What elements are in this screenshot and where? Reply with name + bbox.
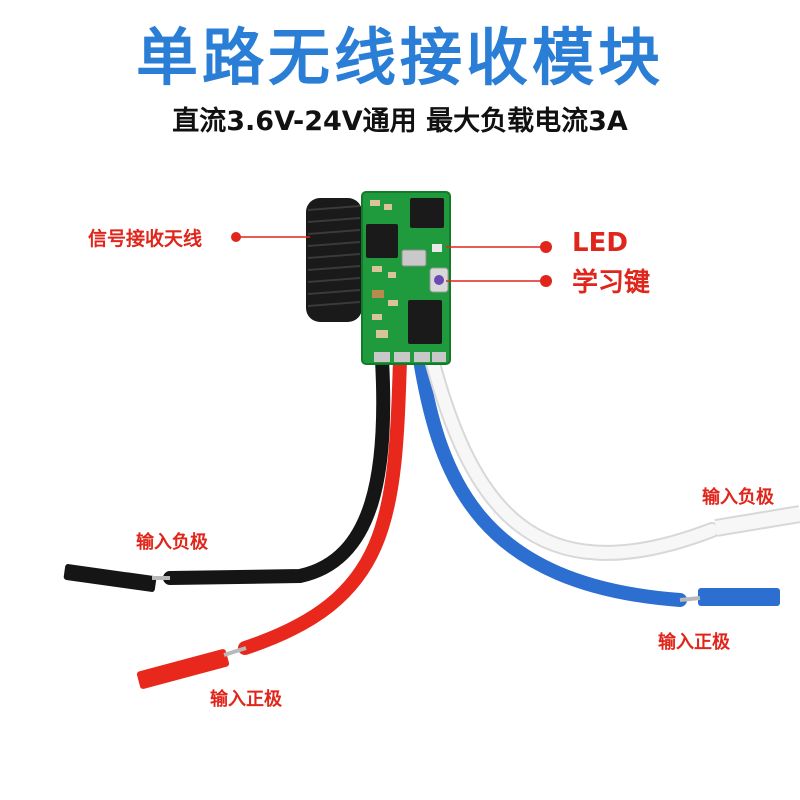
learn-key-pointer — [446, 275, 552, 287]
led-pointer — [446, 241, 552, 253]
led-label: LED — [572, 228, 628, 258]
input-positive-label-right: 输入正极 — [658, 632, 730, 653]
learn-key-label: 学习键 — [572, 268, 651, 298]
wire-white — [424, 352, 800, 561]
input-negative-label-right: 输入负极 — [702, 487, 774, 508]
antenna-label: 信号接收天线 — [88, 228, 203, 250]
input-positive-label-left: 输入正极 — [210, 689, 282, 710]
antenna-pointer — [231, 232, 310, 242]
page-subtitle: 直流3.6V-24V通用 最大负载电流3A — [172, 106, 628, 137]
coiled-antenna — [306, 198, 362, 322]
input-negative-label-left: 输入负极 — [136, 532, 208, 553]
wire-blue — [413, 353, 780, 607]
page-title: 单路无线接收模块 — [135, 21, 664, 94]
wire-black — [63, 353, 391, 592]
wire-red — [136, 353, 407, 689]
pcb-board — [361, 191, 451, 365]
